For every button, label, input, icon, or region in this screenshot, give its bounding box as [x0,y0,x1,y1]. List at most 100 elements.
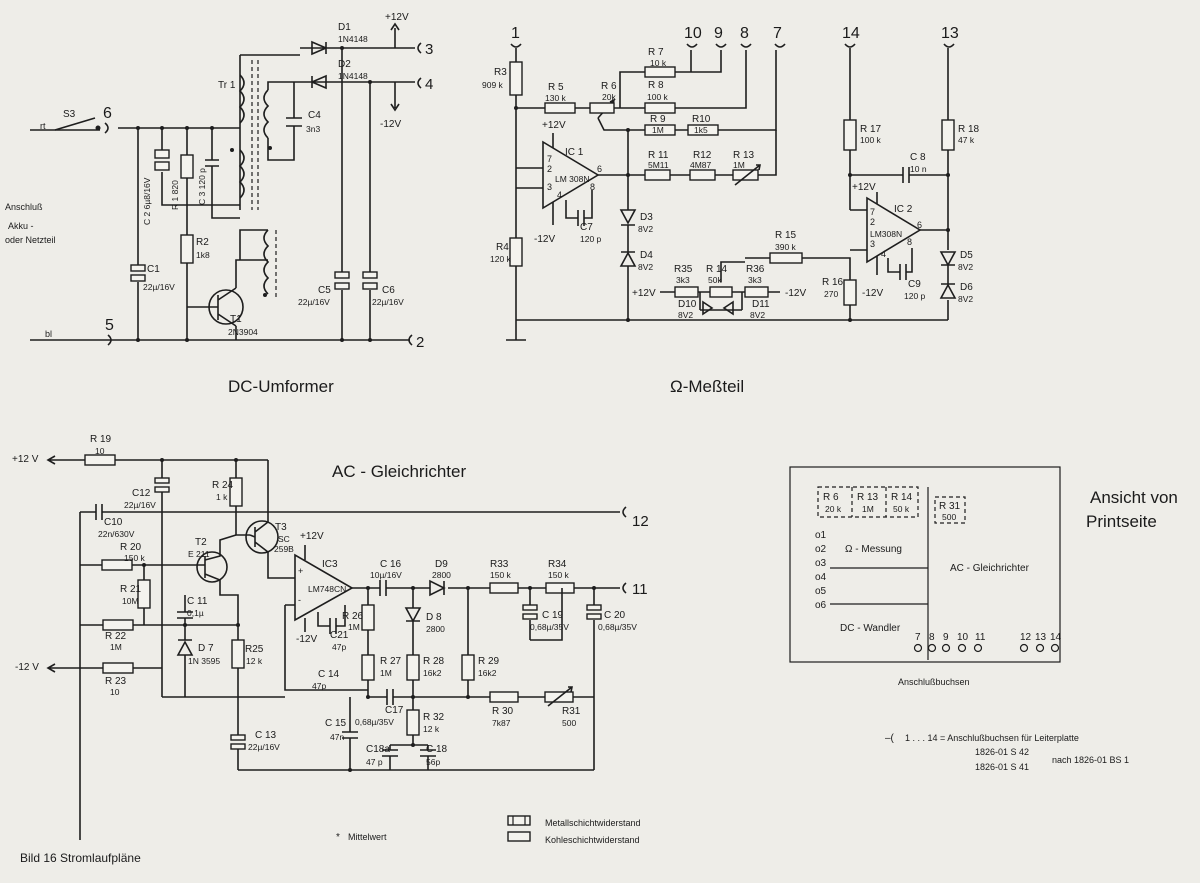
ohm-pin14: 14 [842,25,860,42]
d6-value: 8V2 [958,294,973,304]
d5-label: D5 [960,250,973,261]
r2-label: R2 [196,237,209,248]
r14-label: R 14 [706,264,728,275]
ac-rectifier-section: AC - Gleichrichter +12 V R 19 10 C12 22µ… [12,434,649,840]
pin3-label: 3 [425,41,433,58]
t3-label: T3 [275,522,287,533]
ic2-pin7: 7 [870,207,875,217]
legend-metall: Metallschichtwiderstand [545,818,641,828]
r21-value: 10M [122,596,139,606]
c18a-value: 47 p [366,757,383,767]
r13-value: 1M [733,160,745,170]
r17-label: R 17 [860,124,882,135]
r35-label: R35 [674,264,693,275]
c8-value: 10 n [910,164,927,174]
d9-label: D9 [435,559,448,570]
c11-label: C 11 [187,596,208,607]
pcb-pin-13: 13 [1035,632,1047,643]
r18-value: 47 k [958,135,975,145]
r17-value: 100 k [860,135,882,145]
ic1-pin2: 2 [547,164,552,174]
r32-value: 12 k [423,724,440,734]
r26-value: 1M [348,622,360,632]
legend-kohle: Kohleschichtwiderstand [545,835,640,845]
dc-title: DC-Umformer [228,377,334,396]
t1-value: 2N3904 [228,327,258,337]
c5-value: 22µ/16V [298,297,330,307]
r6-label: R 6 [601,81,617,92]
r12-value: 4M87 [690,160,712,170]
r29-value: 16k2 [478,668,497,678]
r33-label: R33 [490,559,509,570]
c8-label: C 8 [910,152,926,163]
d7-value: 1N 3595 [188,656,220,666]
pcb-pin6: o6 [815,600,827,611]
d2-value: 1N4148 [338,71,368,81]
r34-label: R34 [548,559,567,570]
pcb-r6-value: 20 k [825,504,842,514]
ohm-pin10: 10 [684,25,702,42]
ic2-pin2: 2 [870,217,875,227]
ic2-plus12: +12V [852,182,876,193]
c21-label: C21 [330,630,349,641]
r36-value: 3k3 [748,275,762,285]
ic1-value: LM 308N [555,174,590,184]
d2-label: D2 [338,59,351,70]
r26-label: R 26 [342,611,364,622]
pcb-pin-8: 8 [929,632,935,643]
d10-label: D10 [678,299,697,310]
ic2-pin4: 4 [881,249,886,259]
ic1-pin8: 8 [590,182,595,192]
legend-part1: 1826-01 S 42 [975,747,1029,757]
legend: –( 1 . . . 14 = Anschlußbuchsen für Leit… [20,733,1129,865]
t3-value2: 259B [274,544,294,554]
ic1-plus12: +12V [542,120,566,131]
ic2-label: IC 2 [894,204,913,215]
r24-value: 1 k [216,492,228,502]
r18-label: R 18 [958,124,980,135]
ic1-pin7: 7 [547,154,552,164]
pcb-buchsen: Anschlußbuchsen [898,677,970,687]
pcb-pin3: o3 [815,558,827,569]
ic2-pin8: 8 [907,237,912,247]
r35-value: 3k3 [676,275,690,285]
ic3-value: LM748CN [308,584,346,594]
ic2-value: LM308N [870,229,902,239]
d3-label: D3 [640,212,653,223]
ic1-label: IC 1 [565,147,584,158]
c18a-label: C18a [366,744,390,755]
pin5-label: 5 [105,317,114,334]
ohm-pin1: 1 [511,25,520,42]
r7-value: 10 k [650,58,667,68]
legend-mittelwert: Mittelwert [348,832,387,842]
r15-value: 390 k [775,242,797,252]
ohm-pin7: 7 [773,25,782,42]
r2-value: 1k8 [196,250,210,260]
pin2-label: 2 [416,334,424,351]
r28-value: 16k2 [423,668,442,678]
c5-label: C5 [318,285,331,296]
d4-value: 8V2 [638,262,653,272]
c17-label: C17 [385,705,404,716]
c4-label: C4 [308,110,321,121]
dc-converter-section: S3 rt 6 5 bl Anschluß Akku - oder Netzte… [5,12,433,351]
pcb-pin-7: 7 [915,632,921,643]
c18-label: C 18 [426,744,448,755]
c21-value: 47p [332,642,346,652]
r19-value: 10 [95,446,105,456]
r14-minus12: -12V [785,288,806,299]
r4-label: R4 [496,242,509,253]
c14-label: C 14 [318,669,340,680]
pcb-pin2: o2 [815,544,827,555]
c3-label: C 3 120 p [197,168,207,205]
view-title-1: Ansicht von [1090,488,1178,507]
ic3-label: IC3 [322,559,338,570]
r23-value: 10 [110,687,120,697]
t2-value: E 211 [188,549,210,559]
r32-label: R 32 [423,712,445,723]
ic1-pin4: 4 [557,190,562,200]
d11-value: 8V2 [750,310,765,320]
ac-plus12: +12 V [12,454,39,465]
legend-carbon-symbol [507,831,531,842]
